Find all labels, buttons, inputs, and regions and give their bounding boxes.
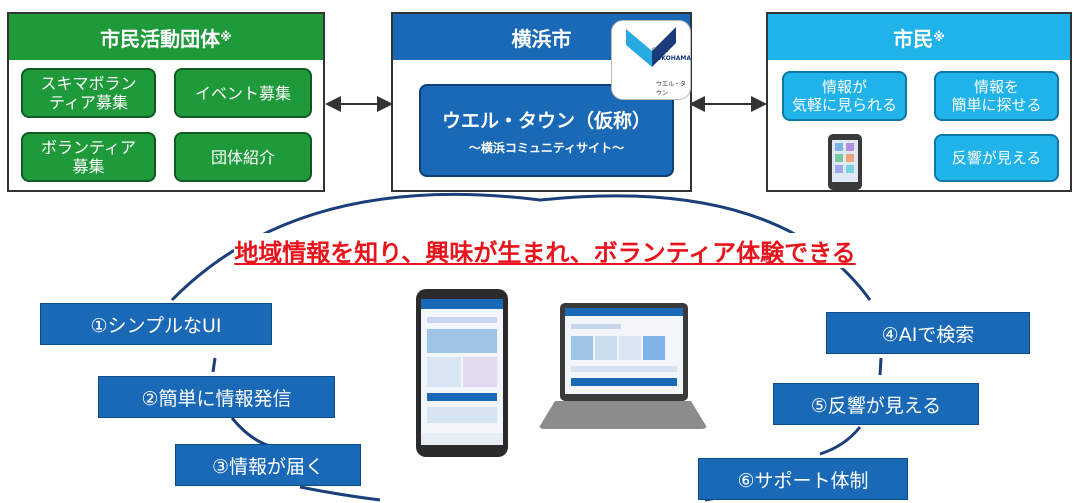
logo-mark-icon <box>626 27 676 67</box>
see-response-label: 反響が見える <box>951 149 1042 167</box>
easy-search-line1: 情報を <box>973 78 1019 96</box>
open-yokohama-logo: OPEN YOKOHAMA ウエル・タウン <box>611 20 691 100</box>
feature-see-response: ⑤反響が見える <box>773 383 979 425</box>
feature-easy-posting-label: ②簡単に情報発信 <box>141 387 292 410</box>
spot-volunteer-line2: ティア募集 <box>48 93 129 112</box>
volunteer-recruit-line1: ボランティア <box>40 138 137 157</box>
see-response-box: 反響が見える <box>934 134 1059 182</box>
feature-simple-ui: ①シンプルなUI <box>40 303 272 345</box>
logo-text-yokohama: YOKOHAMA <box>652 55 691 62</box>
easy-search-line2: 簡単に探せる <box>951 96 1042 114</box>
well-town-box: ウエル・タウン（仮称） ～横浜コミュニティサイト～ <box>419 84 674 177</box>
smartphone-icon <box>828 134 862 190</box>
well-town-subtitle: ～横浜コミュニティサイト～ <box>468 140 625 155</box>
laptop-mockup <box>538 303 708 433</box>
headline: 地域情報を知り、興味が生まれ、ボランティア体験できる <box>150 230 940 270</box>
feature-see-response-label: ⑤反響が見える <box>810 394 942 417</box>
citizens-title: 市民 <box>893 26 934 51</box>
citizens-note-mark: ※ <box>933 30 945 44</box>
feature-info-delivered-label: ③情報が届く <box>211 455 325 478</box>
logo-caption: ウエル・タウン <box>656 81 687 97</box>
smartphone-mockup <box>416 289 508 457</box>
headline-text: 地域情報を知り、興味が生まれ、ボランティア体験できる <box>234 232 856 268</box>
feature-support-label: ⑥サポート体制 <box>737 469 869 492</box>
event-recruit-box: イベント募集 <box>174 68 312 118</box>
citizen-group-title: 市民活動団体 <box>100 26 221 51</box>
yokohama-city-title: 横浜市 <box>511 26 572 51</box>
logo-text-open: OPEN <box>652 47 669 54</box>
citizens-header: 市民※ <box>768 14 1070 60</box>
easy-view-box: 情報が気軽に見られる <box>782 71 907 121</box>
feature-ai-search-label: ④AIで検索 <box>881 323 975 346</box>
yokohama-city-panel: 横浜市 ウエル・タウン（仮称） ～横浜コミュニティサイト～ OPEN YOKOH… <box>391 12 692 192</box>
volunteer-recruit-line2: 募集 <box>72 157 105 176</box>
feature-support: ⑥サポート体制 <box>698 458 908 500</box>
easy-view-line2: 気軽に見られる <box>791 96 897 114</box>
feature-easy-posting: ②簡単に情報発信 <box>98 376 335 418</box>
feature-simple-ui-label: ①シンプルなUI <box>90 314 222 337</box>
spot-volunteer-recruit-box: スキマボランティア募集 <box>21 68 156 118</box>
volunteer-recruit-box: ボランティア募集 <box>21 132 156 182</box>
group-intro-label: 団体紹介 <box>210 147 275 167</box>
citizens-panel: 市民※ 情報が気軽に見られる 情報を簡単に探せる 反響が見える <box>766 12 1072 192</box>
feature-ai-search: ④AIで検索 <box>826 312 1030 354</box>
feature-info-delivered: ③情報が届く <box>175 444 361 486</box>
citizen-group-panel: 市民活動団体※ スキマボランティア募集 イベント募集 ボランティア募集 団体紹介 <box>7 12 325 192</box>
easy-search-box: 情報を簡単に探せる <box>934 71 1059 121</box>
well-town-title: ウエル・タウン（仮称） <box>441 109 651 132</box>
event-recruit-label: イベント募集 <box>194 83 291 103</box>
citizen-group-note-mark: ※ <box>220 30 232 44</box>
spot-volunteer-line1: スキマボラン <box>40 74 137 93</box>
group-intro-box: 団体紹介 <box>174 132 312 182</box>
easy-view-line1: 情報が <box>821 78 867 96</box>
citizen-group-header: 市民活動団体※ <box>9 14 323 60</box>
